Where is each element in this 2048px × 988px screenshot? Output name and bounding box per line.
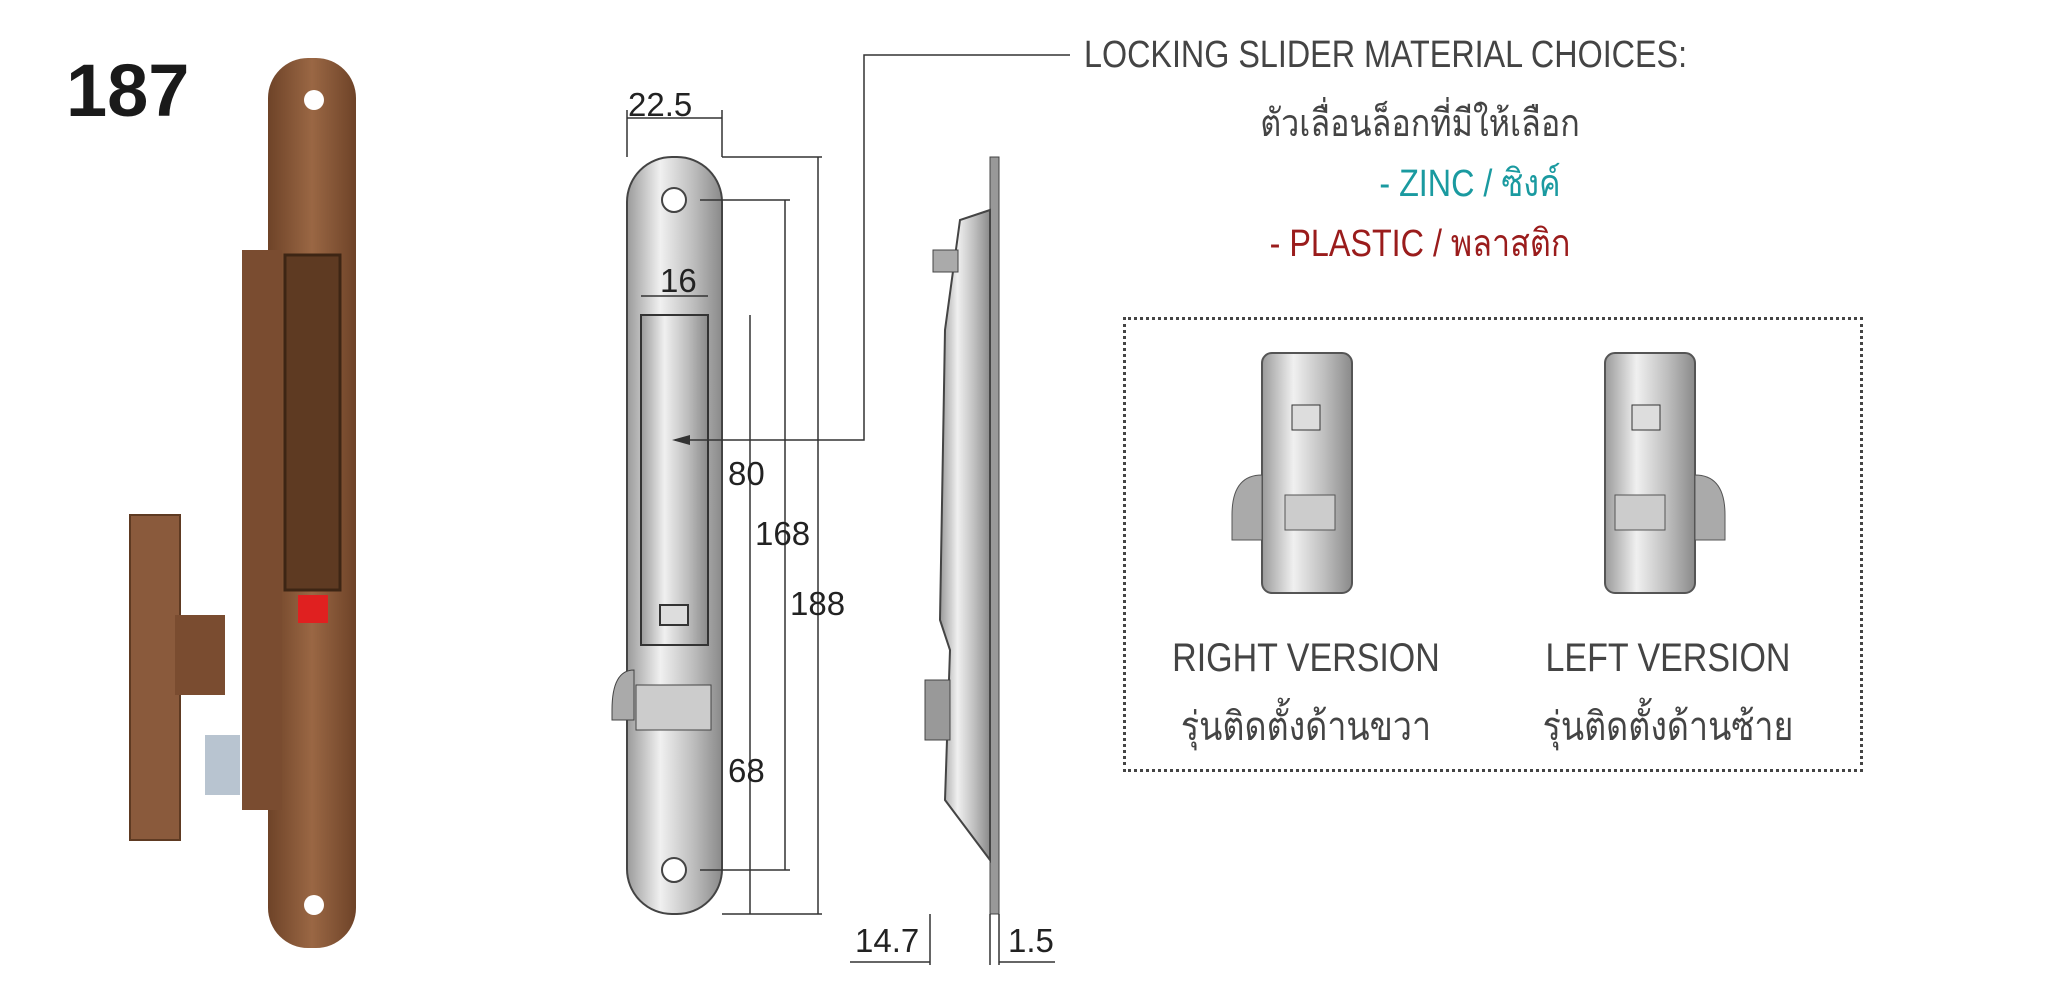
dim-lower-length: 68 (728, 752, 765, 789)
side-view (924, 156, 1000, 915)
leader-arrow (672, 435, 690, 445)
product-photo-brown-lock (129, 58, 356, 948)
dim-plate-width: 22.5 (628, 86, 693, 123)
dim-depth: 14.7 (855, 922, 920, 959)
dim-hole-spacing: 168 (755, 515, 811, 552)
dim-plate-thickness: 1.5 (1008, 922, 1054, 959)
material-option-zinc: - ZINC / ซิงค์ (1379, 163, 1561, 205)
left-version-label-th: รุ่นติดตั้งด้านซ้าย (1542, 705, 1794, 749)
dimension-lines (626, 54, 1070, 965)
lock-indicator (298, 595, 328, 623)
right-version-label-en: RIGHT VERSION (1172, 636, 1440, 680)
front-view (611, 156, 723, 915)
material-option-plastic: - PLASTIC / พลาสติก (1269, 223, 1571, 265)
dim-overall-length: 188 (790, 585, 846, 622)
versions-box (1123, 317, 1863, 772)
materials-heading-th: ตัวเลื่อนล็อกที่มีให้เลือก (1260, 103, 1580, 145)
model-number: 187 (66, 49, 190, 132)
left-version-label-en: LEFT VERSION (1545, 636, 1791, 680)
left-version-image (1604, 352, 1726, 594)
dim-slider-length: 80 (728, 455, 765, 492)
materials-heading-en: LOCKING SLIDER MATERIAL CHOICES: (1084, 34, 1688, 76)
right-version-label-th: รุ่นติดตั้งด้านขวา (1180, 705, 1432, 749)
right-version-image (1231, 352, 1353, 594)
dim-slider-width: 16 (660, 262, 697, 299)
